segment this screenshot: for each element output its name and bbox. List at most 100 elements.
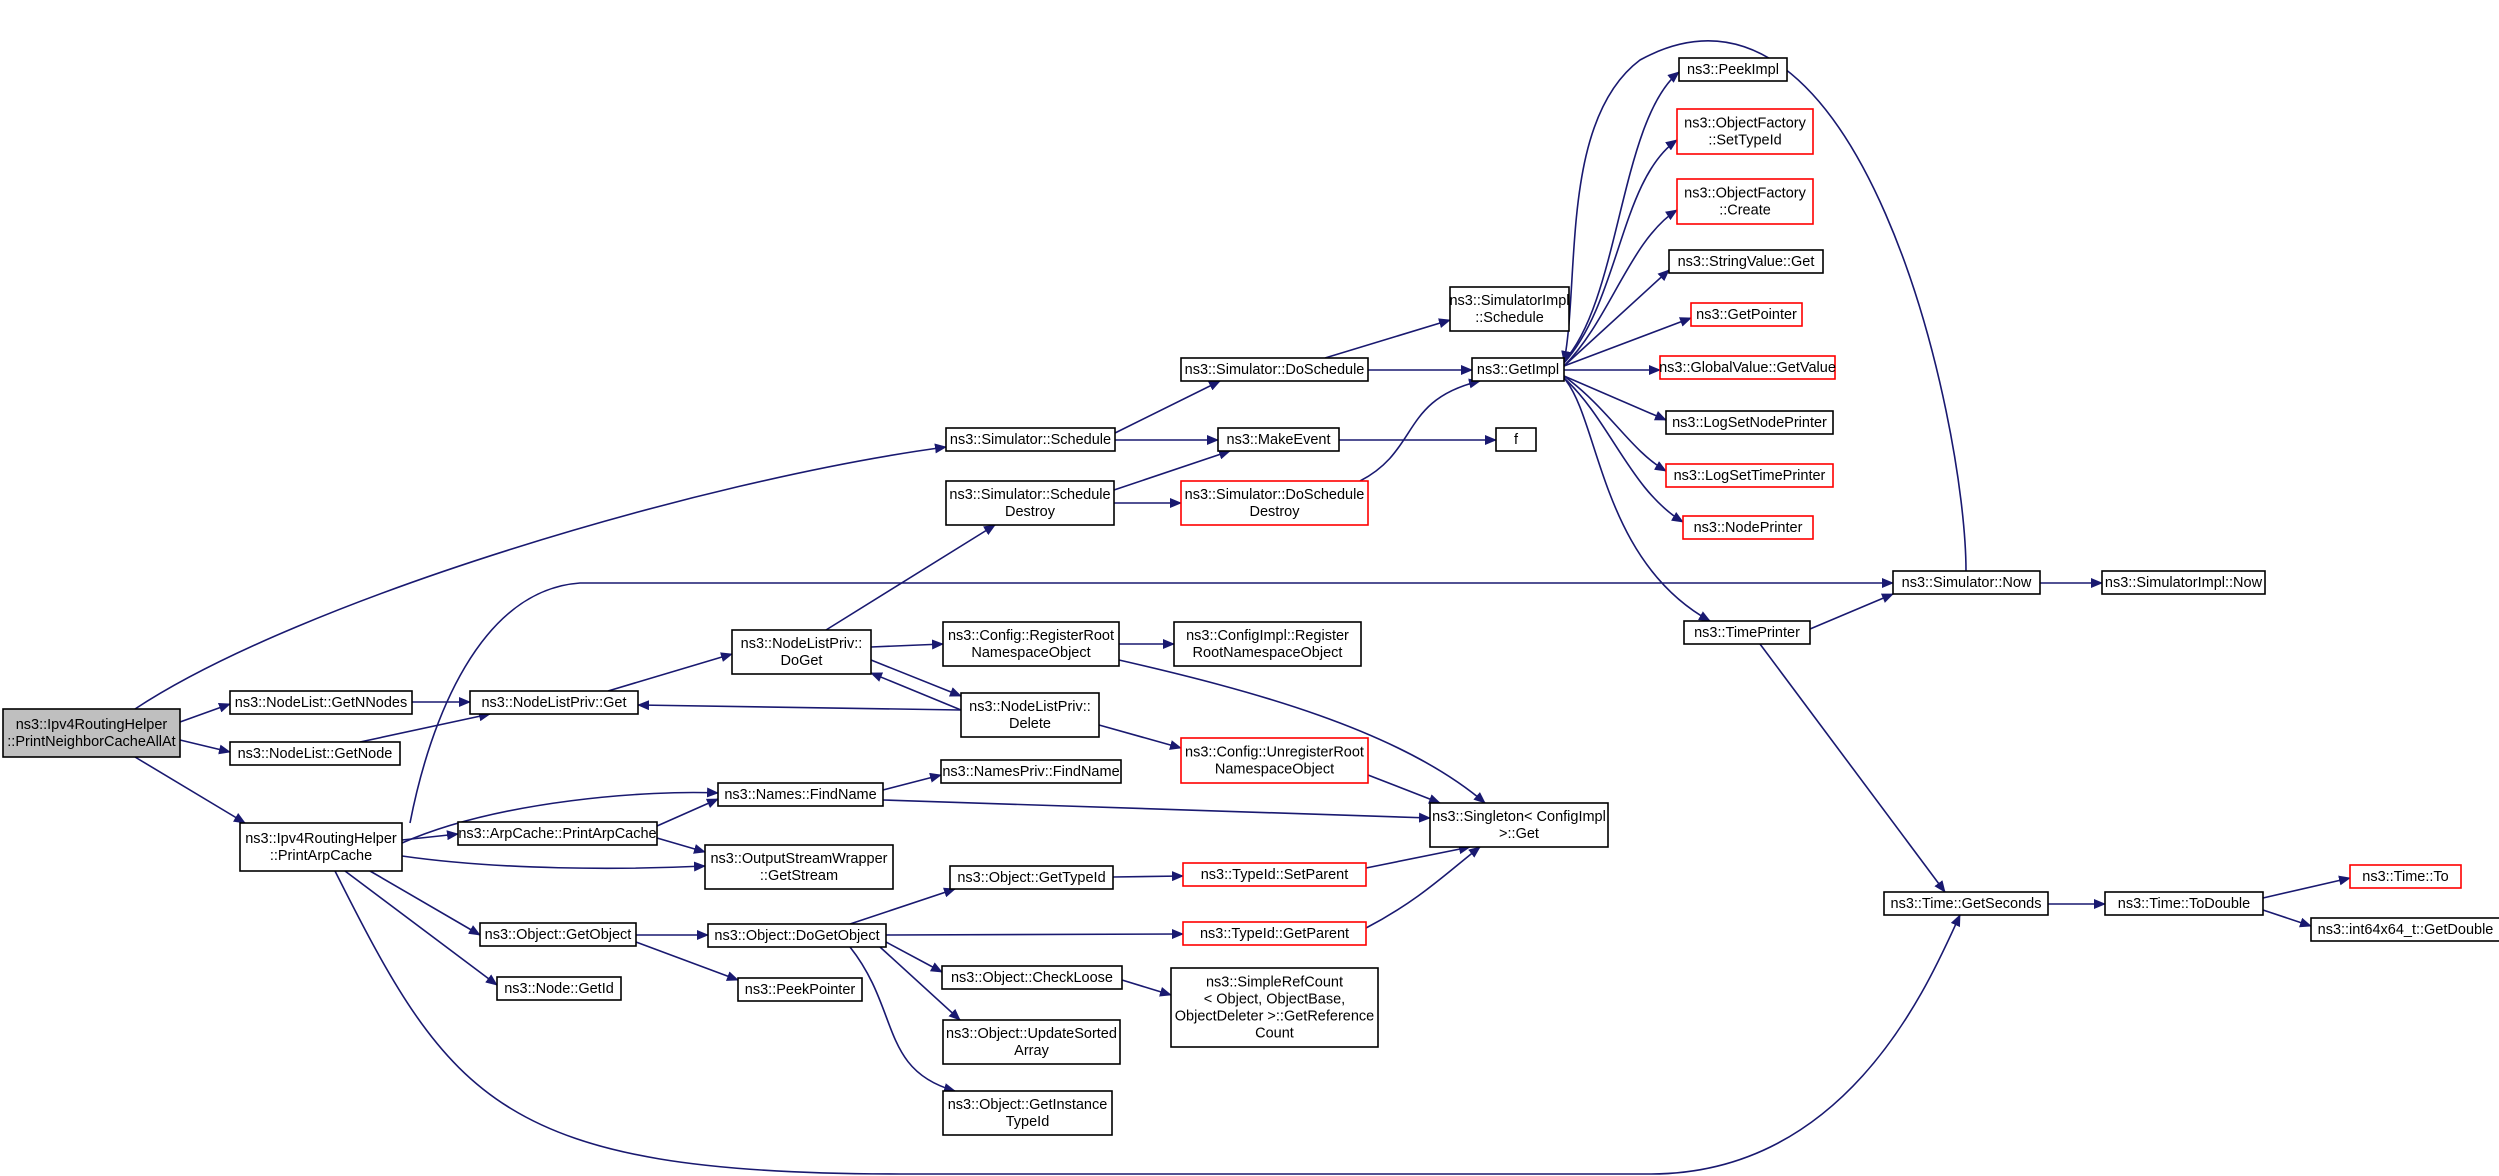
node-doschedule[interactable]: ns3::Simulator::DoSchedule — [1180, 357, 1369, 382]
edge-arrow — [1365, 844, 1471, 869]
node-label-line: ns3::ObjectFactory — [1684, 186, 1806, 202]
node-box — [479, 922, 637, 947]
edge-dosched_destroy-to-getimpl — [1359, 378, 1481, 482]
node-nlp-get[interactable]: ns3::NodeListPriv::Get — [469, 690, 639, 715]
node-getnnodes[interactable]: ns3::NodeList::GetNNodes — [229, 690, 413, 715]
node-peekimpl[interactable]: ns3::PeekImpl — [1678, 57, 1788, 82]
node-of-settypeid[interactable]: ns3::ObjectFactory::SetTypeId — [1676, 108, 1814, 155]
node-typeid-getparent[interactable]: ns3::TypeId::GetParent — [1182, 921, 1367, 946]
node-sched[interactable]: ns3::Simulator::Schedule — [945, 427, 1116, 452]
node-simimpl-now[interactable]: ns3::SimulatorImpl::Now — [2101, 570, 2266, 595]
node-box — [2, 708, 181, 758]
node-time-getseconds[interactable]: ns3::Time::GetSeconds — [1883, 891, 2049, 916]
edge-arrow — [1112, 871, 1184, 882]
edge-cfg_unregister-to-singleton_get — [1367, 774, 1441, 804]
node-singleton-get[interactable]: ns3::Singleton< ConfigImpl >::Get — [1429, 802, 1609, 848]
node-label-line: ::PrintNeighborCacheAllAt — [7, 734, 175, 750]
node-time-to[interactable]: ns3::Time::To — [2349, 864, 2462, 889]
edge-arpcache_print-to-names_findname — [656, 798, 719, 827]
node-peekpointer[interactable]: ns3::PeekPointer — [737, 977, 863, 1002]
node-label-line: NamespaceObject — [971, 645, 1090, 661]
node-box — [1182, 921, 1367, 946]
node-names-findname[interactable]: ns3::Names::FindName — [717, 782, 884, 807]
node-label-line: ns3::Simulator::Schedule — [949, 487, 1110, 503]
node-typeid-setparent[interactable]: ns3::TypeId::SetParent — [1182, 862, 1367, 887]
node-namespriv-findname[interactable]: ns3::NamesPriv::FindName — [940, 759, 1122, 784]
node-logsettimeprinter[interactable]: ns3::LogSetTimePrinter — [1665, 463, 1834, 488]
edge-getimpl-to-of_create — [1563, 209, 1678, 367]
node-box — [1668, 249, 1824, 274]
edge-nlp_delete-to-cfg_unregister — [1098, 724, 1182, 750]
node-printarpcache[interactable]: ns3::Ipv4RoutingHelper::PrintArpCache — [239, 822, 403, 872]
node-label-line: < Object, ObjectBase, — [1204, 992, 1345, 1008]
node-label-line: Array — [1014, 1043, 1049, 1059]
edge-arpcache_print-to-osw_getstream — [656, 837, 706, 854]
edge-arrow — [344, 870, 498, 986]
node-nlp-doget[interactable]: ns3::NodeListPriv::DoGet — [731, 629, 872, 675]
node-getpointer[interactable]: ns3::GetPointer — [1690, 302, 1803, 327]
edge-nlp_doget-to-nlp_delete — [870, 659, 962, 697]
node-box — [1676, 178, 1814, 225]
node-obj-dogetobject[interactable]: ns3::Object::DoGetObject — [707, 923, 887, 948]
node-obj-checkloose[interactable]: ns3::Object::CheckLoose — [941, 965, 1123, 990]
edge-arrow — [882, 772, 942, 791]
node-label-line: ::GetStream — [760, 868, 838, 884]
node-box — [940, 759, 1122, 784]
node-makeevent[interactable]: ns3::MakeEvent — [1217, 427, 1340, 452]
node-label-line: ns3::NodeList::GetNode — [238, 746, 393, 762]
node-arpcache-print[interactable]: ns3::ArpCache::PrintArpCache — [457, 821, 658, 846]
node-getimpl[interactable]: ns3::GetImpl — [1471, 357, 1565, 382]
node-stringvalue-get[interactable]: ns3::StringValue::Get — [1668, 249, 1824, 274]
edge-arrow — [179, 703, 231, 723]
node-int64-getdouble[interactable]: ns3::int64x64_t::GetDouble — [2310, 917, 2499, 942]
node-getnode[interactable]: ns3::NodeList::GetNode — [229, 741, 401, 766]
node-label-line: ns3::Time::ToDouble — [2118, 896, 2250, 912]
node-label-line: ns3::NodeListPriv::Get — [481, 695, 626, 711]
edge-getimpl-to-timeprinter — [1563, 377, 1711, 622]
node-label-line: ns3::SimpleRefCount — [1206, 975, 1343, 991]
node-simplerefcount[interactable]: ns3::SimpleRefCount< Object, ObjectBase,… — [1170, 967, 1379, 1048]
edge-arrow — [369, 870, 481, 936]
node-label-line: ::PrintArpCache — [270, 848, 372, 864]
edge-time_todouble-to-int64_getdouble — [2262, 909, 2312, 928]
node-nlp-delete[interactable]: ns3::NodeListPriv::Delete — [960, 692, 1100, 738]
node-cfg-unregister[interactable]: ns3::Config::UnregisterRootNamespaceObje… — [1180, 737, 1369, 784]
node-label-line: ns3::Object::GetTypeId — [957, 870, 1105, 886]
node-impl-schedule[interactable]: ns3::SimulatorImpl::Schedule — [1449, 286, 1570, 332]
node-cfgimpl-register[interactable]: ns3::ConfigImpl::RegisterRootNamespaceOb… — [1173, 621, 1362, 667]
node-label-line: ns3::OutputStreamWrapper — [710, 851, 887, 867]
edge-arrow — [607, 652, 733, 692]
node-label-line: f — [1514, 432, 1519, 448]
node-timeprinter[interactable]: ns3::TimePrinter — [1683, 620, 1811, 645]
edge-cfg_register-to-singleton_get — [1118, 659, 1486, 804]
node-f[interactable]: f — [1495, 427, 1537, 452]
node-box — [1217, 427, 1340, 452]
node-box — [239, 822, 403, 872]
node-label-line: ns3::Names::FindName — [724, 787, 876, 803]
node-node-getid[interactable]: ns3::Node::GetId — [496, 976, 622, 1001]
node-globalvalue-getvalue[interactable]: ns3::GlobalValue::GetValue — [1659, 355, 1836, 380]
node-nodeprinter[interactable]: ns3::NodePrinter — [1682, 515, 1814, 540]
node-box — [229, 741, 401, 766]
node-label-line: ns3::PeekPointer — [745, 982, 856, 998]
node-time-todouble[interactable]: ns3::Time::ToDouble — [2104, 891, 2264, 916]
node-logsetnodeprinter[interactable]: ns3::LogSetNodePrinter — [1665, 410, 1834, 435]
node-root[interactable]: ns3::Ipv4RoutingHelper::PrintNeighborCac… — [2, 708, 181, 758]
node-label-line: ns3::Simulator::DoSchedule — [1185, 487, 1365, 503]
node-osw-getstream[interactable]: ns3::OutputStreamWrapper::GetStream — [704, 844, 894, 890]
edge-obj_dogetobject-to-typeid_getparent — [885, 929, 1184, 940]
edge-arrow — [1563, 375, 1667, 472]
node-obj-getobject[interactable]: ns3::Object::GetObject — [479, 922, 637, 947]
node-sim-now[interactable]: ns3::Simulator::Now — [1892, 570, 2041, 595]
edge-printarpcache-to-sim_now — [409, 578, 1894, 824]
edge-printarpcache-to-names_findname — [401, 787, 719, 844]
edges-layer — [134, 40, 2351, 1175]
node-label-line: ns3::LogSetNodePrinter — [1672, 415, 1827, 431]
node-obj-gettypeid[interactable]: ns3::Object::GetTypeId — [949, 865, 1114, 890]
node-of-create[interactable]: ns3::ObjectFactory::Create — [1676, 178, 1814, 225]
